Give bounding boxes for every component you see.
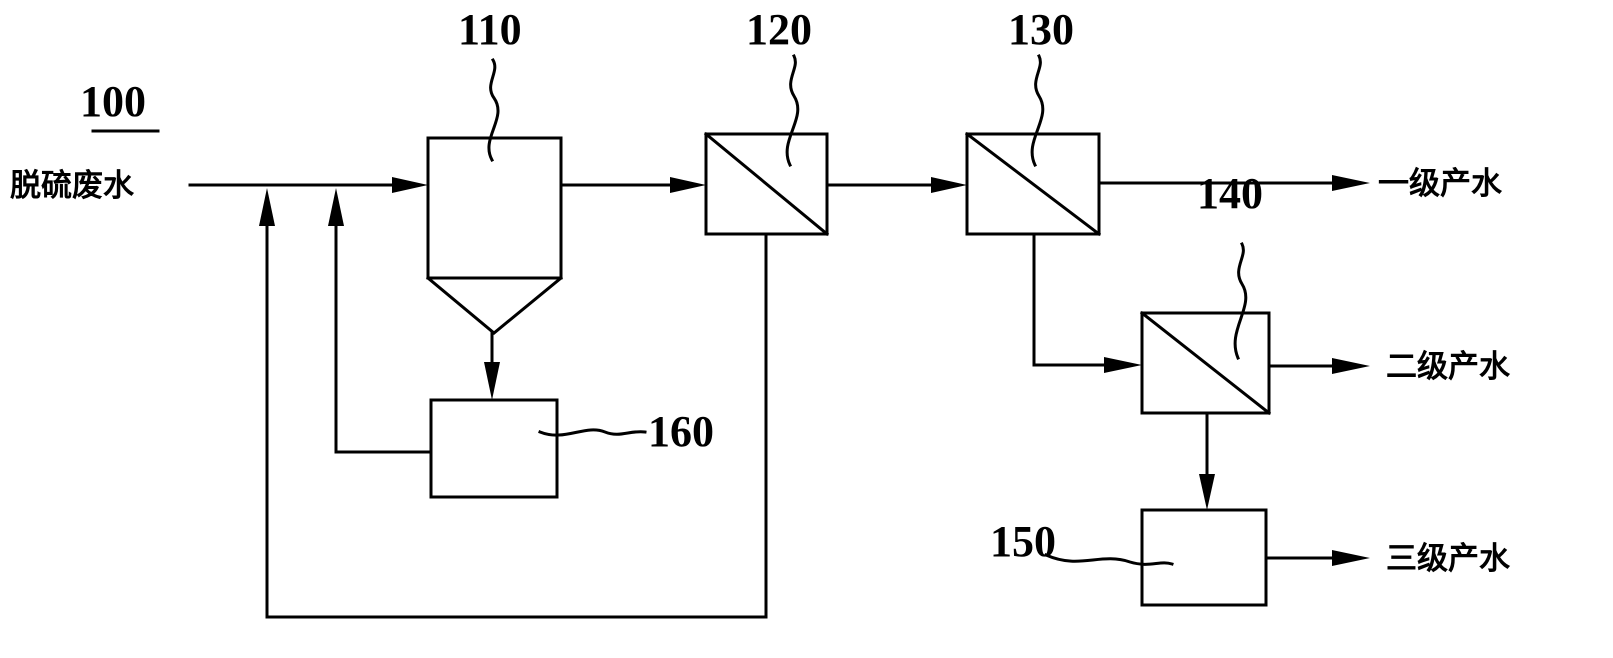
output-first-stage-label: 一级产水: [1378, 166, 1503, 202]
recycle-arrow-120: [259, 188, 275, 226]
output-second-stage-label: 二级产水: [1386, 349, 1511, 385]
label-140: 140: [1197, 169, 1263, 218]
arrow-110-to-120: [670, 177, 706, 193]
label-130: 130: [1008, 5, 1074, 54]
leader-120: [785, 53, 800, 168]
leader-150: [1044, 553, 1174, 566]
leader-110: [487, 57, 500, 163]
leader-160: [538, 428, 647, 437]
system-reference-number: 100: [80, 77, 146, 126]
recycle-line-160-to-inlet: [334, 224, 433, 454]
recycle-line-120-to-inlet: [265, 224, 768, 619]
unit-140-membrane-diagonal: [1139, 310, 1272, 416]
arrow-110-to-160: [484, 362, 500, 400]
unit-110-body: [426, 136, 563, 280]
leader-140: [1233, 241, 1248, 360]
output-third-stage-label: 三级产水: [1386, 541, 1511, 577]
arrow-third-output: [1332, 550, 1370, 566]
unit-160-box: [429, 398, 559, 499]
arrow-first-output: [1332, 175, 1370, 191]
unit-120-membrane-diagonal: [703, 131, 830, 237]
unit-140-membrane: [1139, 310, 1272, 416]
label-110: 110: [458, 5, 522, 54]
unit-120-membrane: [703, 131, 830, 237]
recycle-arrow-160: [328, 188, 344, 226]
leader-130: [1030, 53, 1045, 168]
unit-110-hopper: [425, 275, 564, 335]
label-120: 120: [746, 5, 812, 54]
arrow-second-output: [1332, 358, 1370, 374]
inlet-arrow-head: [392, 177, 428, 193]
label-150: 150: [990, 517, 1056, 566]
unit-150-box: [1140, 508, 1268, 607]
input-label: 脱硫废水: [10, 168, 135, 204]
unit-110-settling-tank: [425, 136, 564, 335]
label-160: 160: [648, 407, 714, 456]
arrow-120-to-130: [931, 177, 967, 193]
line-130-to-140: [1032, 232, 1108, 367]
arrow-140-to-150: [1199, 474, 1215, 510]
unit-130-membrane-diagonal: [964, 131, 1102, 237]
arrow-130-to-140: [1104, 357, 1142, 373]
